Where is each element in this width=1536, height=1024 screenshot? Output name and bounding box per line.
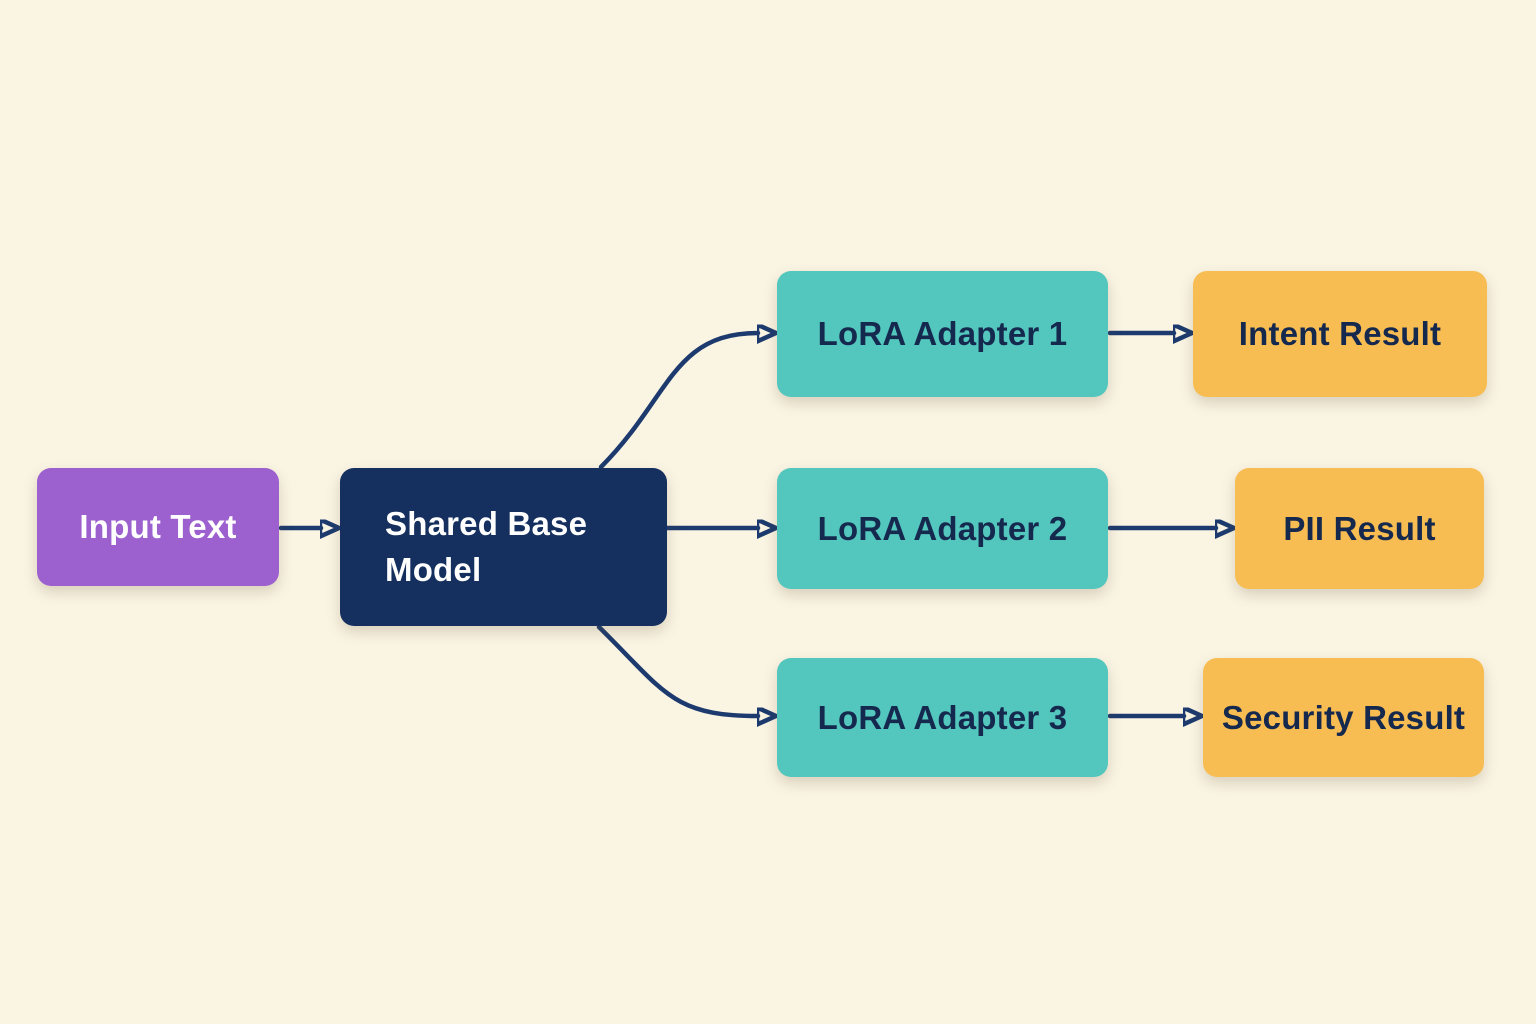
node-shared-base-model-label: Shared Base Model (385, 505, 588, 588)
node-lora-adapter-3: LoRA Adapter 3 (777, 658, 1108, 777)
node-lora-adapter-2-label: LoRA Adapter 2 (817, 509, 1068, 547)
node-intent-result-label: Intent Result (1238, 315, 1442, 352)
arrow-base-to-adapter1 (598, 333, 758, 470)
node-pii-result: PII Result (1235, 468, 1484, 589)
node-input-text-label: Input Text (79, 508, 237, 545)
node-input-text: Input Text (37, 468, 279, 586)
node-lora-adapter-3-label: LoRA Adapter 3 (817, 698, 1068, 736)
node-security-result-label: Security Result (1221, 698, 1466, 736)
node-security-result: Security Result (1203, 658, 1484, 777)
node-lora-adapter-2: LoRA Adapter 2 (777, 468, 1108, 589)
arrow-base-to-adapter3 (596, 624, 758, 716)
node-lora-adapter-1: LoRA Adapter 1 (777, 271, 1108, 397)
node-shared-base-model: Shared Base Model (340, 468, 667, 626)
node-pii-result-label: PII Result (1283, 509, 1436, 547)
node-lora-adapter-1-label: LoRA Adapter 1 (817, 315, 1068, 352)
node-intent-result: Intent Result (1193, 271, 1487, 397)
